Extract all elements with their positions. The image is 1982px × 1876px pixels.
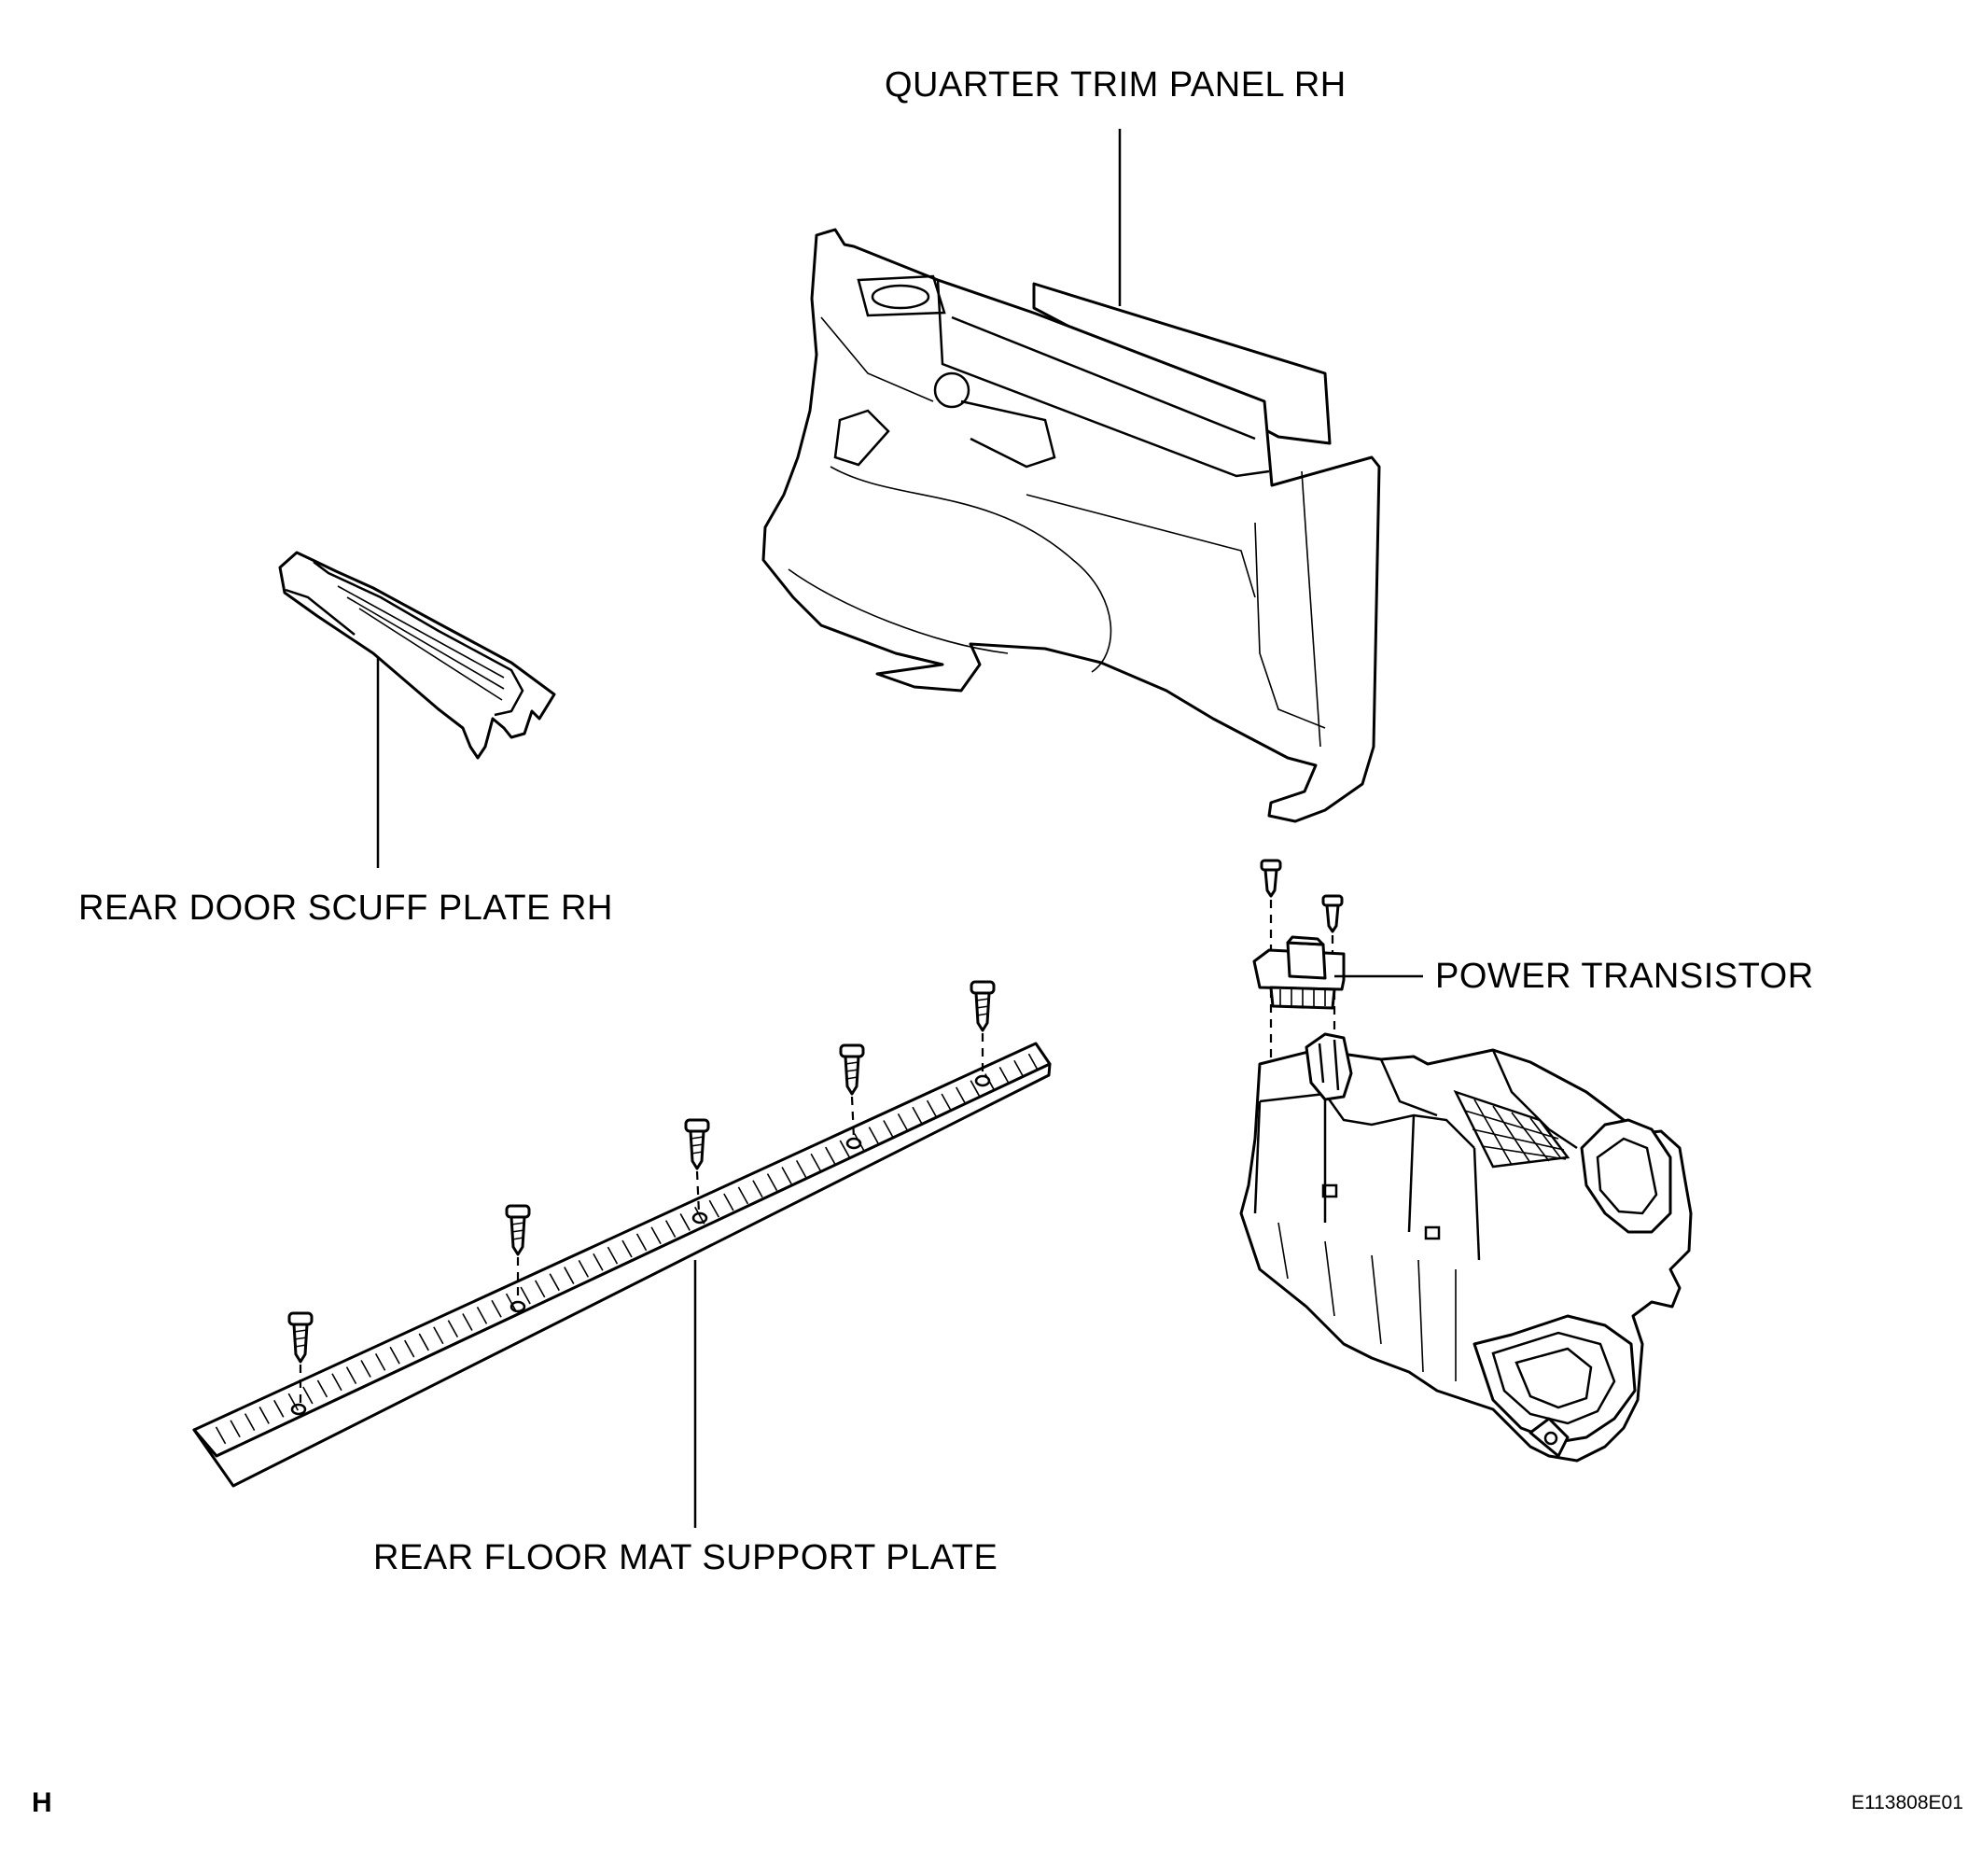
mat-plate-rib [926,1099,938,1118]
rear-floor-mat-support-plate-drawing [192,1042,1052,1488]
mat-plate-rib [825,1146,836,1165]
mat-plate-rib [679,1213,691,1231]
blower-unit-drawing [1239,1032,1693,1463]
mat-plate-rib [955,1086,967,1105]
mat-plate-rib [868,1127,880,1145]
mat-plate-rib [650,1226,662,1245]
mat-plate-rib [607,1246,619,1265]
mat-plate-rib [491,1299,502,1318]
mat-plate-rib [897,1113,909,1131]
mat-plate-rib [374,1352,386,1371]
mat-plate-rib [810,1153,821,1171]
mat-plate-rib [476,1306,488,1324]
mat-plate-rib [447,1320,459,1338]
mat-plate-rib [752,1180,763,1198]
mat-plate-rib [433,1326,444,1345]
mat-plate-rib [578,1260,590,1278]
mat-plate-rib [1013,1059,1025,1078]
mat-plate-rib [462,1313,473,1331]
mat-plate-rib [345,1366,357,1385]
mat-plate-rib [912,1106,923,1125]
mat-plate-rib [635,1233,648,1252]
mat-plate-rib [593,1253,604,1271]
mat-plate-rib [549,1273,560,1292]
mat-plate-rib [273,1399,285,1418]
power-transistor-label: POWER TRANSISTOR [1435,957,1814,996]
mat-plate-rib [404,1339,415,1358]
mat-plate-rib [839,1140,850,1158]
mat-plate-rib [737,1186,749,1205]
mat-plate-rib [360,1360,371,1378]
mat-plate-rib [564,1267,575,1284]
mat-plate-ribs [215,1053,1040,1445]
mat-plate-rib [781,1167,792,1184]
mat-plate-rib [520,1286,531,1305]
mat-plate-rib [998,1067,1011,1085]
mat-plate-rib [723,1193,734,1211]
mat-plate-rib [708,1199,720,1218]
mat-plate-rib [215,1426,227,1445]
figure-code: E113808E01 [1851,1792,1963,1813]
quarter-trim-panel-drawing [761,228,1381,823]
mat-plate-rib [389,1346,400,1365]
mat-plate-rib [230,1420,241,1438]
mat-plate-rib [883,1120,894,1138]
mat-plate-rib [287,1393,300,1411]
mat-plate-screws [287,980,996,1405]
mat-plate-rib [795,1159,807,1178]
mat-plate-rib [418,1333,429,1351]
mat-plate-rib [664,1220,677,1238]
quarter-trim-panel-label: QUARTER TRIM PANEL RH [885,65,1347,105]
mat-plate-rib [1027,1053,1040,1071]
mat-plate-rib [302,1386,314,1405]
mat-plate-rib [244,1413,256,1431]
mat-plate-rib [316,1379,328,1398]
corner-letter: H [32,1787,52,1818]
mat-plate-rib [258,1407,270,1424]
mat-plate-rib [621,1239,633,1258]
mat-plate-rib [970,1080,981,1099]
mat-plate-rib [331,1373,342,1392]
mat-plate-rib [941,1093,952,1112]
mat-plate-rib [505,1293,517,1311]
rear-floor-mat-support-plate-label: REAR FLOOR MAT SUPPORT PLATE [373,1538,998,1577]
power-transistor-drawing [1252,935,1346,1010]
rear-door-scuff-plate-label: REAR DOOR SCUFF PLATE RH [78,889,613,928]
rear-door-scuff-plate-drawing [278,551,556,760]
mat-plate-rib [534,1280,546,1298]
mat-plate-rib [766,1173,778,1192]
